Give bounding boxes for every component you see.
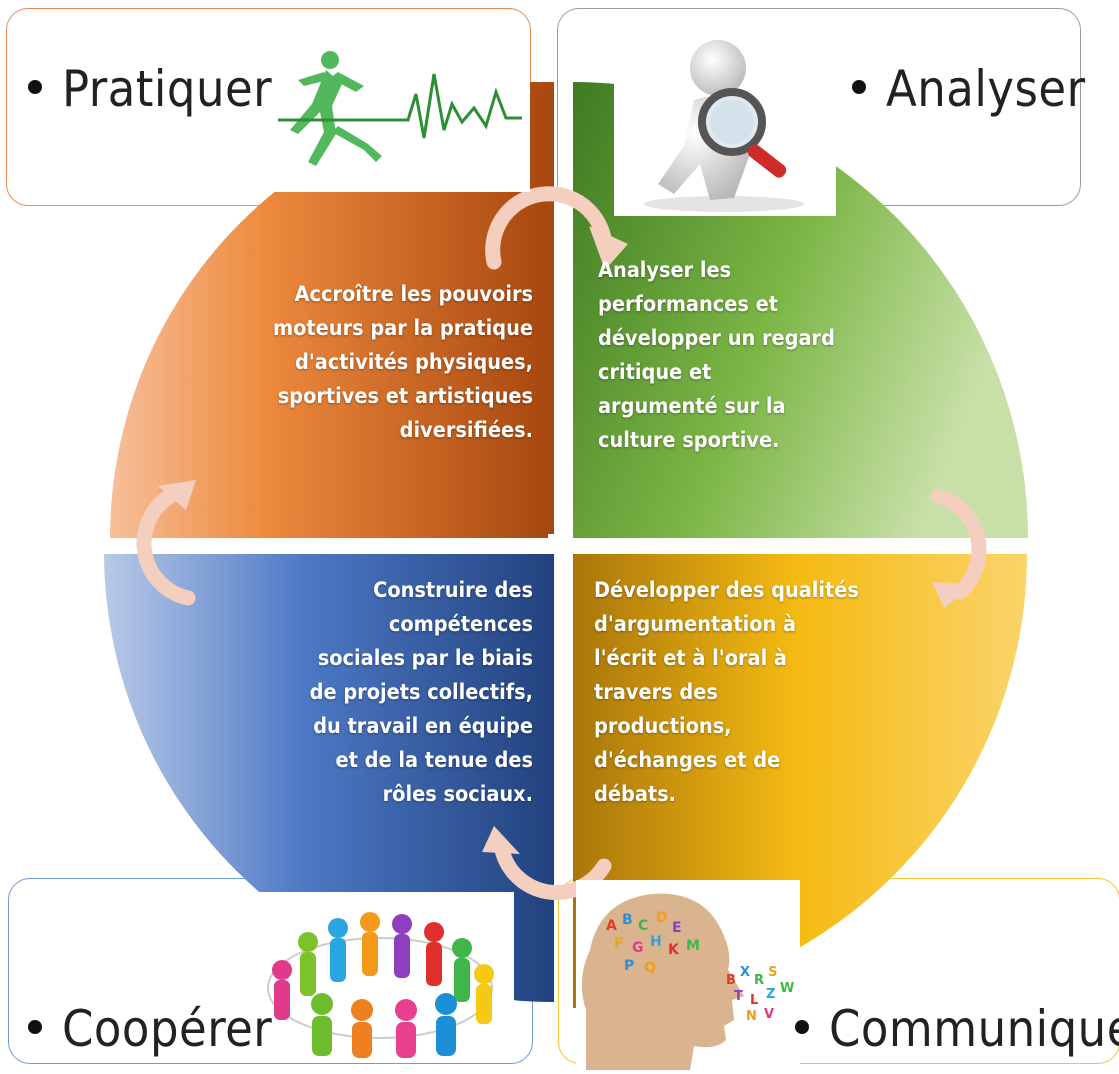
svg-text:F: F [614,936,624,952]
text-pratiquer: Accroître les pouvoirs moteurs par la pr… [272,282,533,443]
svg-text:S: S [768,965,777,980]
text-cooperer: Construire des compétences sociales par … [309,578,533,807]
cycle-arrow-bottom [494,842,612,900]
arrow-head-top [589,226,628,270]
svg-text:Z: Z [766,987,775,1002]
label-pratiquer: Pratiquer [28,64,272,114]
svg-text:K: K [668,942,680,958]
bullet-icon [852,79,866,94]
svg-text:T: T [734,989,743,1004]
svg-text:N: N [746,1009,757,1024]
cycle-arrow-left [136,488,196,606]
text-communiquer: Développer des qualités d'argumentation … [594,578,859,807]
svg-text:X: X [740,965,750,980]
arrow-head-right [932,582,976,608]
arrow-head-bottom [482,826,520,854]
svg-text:E: E [672,920,682,936]
svg-text:V: V [764,1007,774,1022]
cycle-arrow-top [485,186,612,270]
runner-heartbeat-icon [268,34,530,192]
text-analyser: Analyser les performances et développer … [598,258,835,453]
svg-text:A: A [606,918,617,934]
svg-text:H: H [650,934,662,950]
svg-text:C: C [638,918,648,934]
bullet-icon [28,79,42,94]
svg-text:B: B [622,912,633,928]
label-analyser: Analyser [852,64,1086,114]
quadrant-cooperer [104,554,554,1003]
cycle-arrow-right [930,488,987,600]
svg-text:M: M [686,938,700,954]
bullet-icon [795,1019,809,1034]
bullet-icon [28,1019,42,1034]
svg-text:D: D [656,910,668,926]
svg-text:B: B [726,973,736,988]
svg-text:Q: Q [644,960,656,976]
svg-text:R: R [754,973,764,988]
svg-text:W: W [780,981,794,996]
people-circle-icon [246,892,514,1060]
magnifier-figure-icon [614,34,836,216]
label-cooperer: Coopérer [28,1004,272,1054]
label-communiquer: Communiquer [795,1004,1119,1054]
svg-text:L: L [750,993,758,1008]
svg-text:G: G [632,940,644,956]
arrow-head-left [158,480,196,510]
svg-text:P: P [624,958,634,974]
